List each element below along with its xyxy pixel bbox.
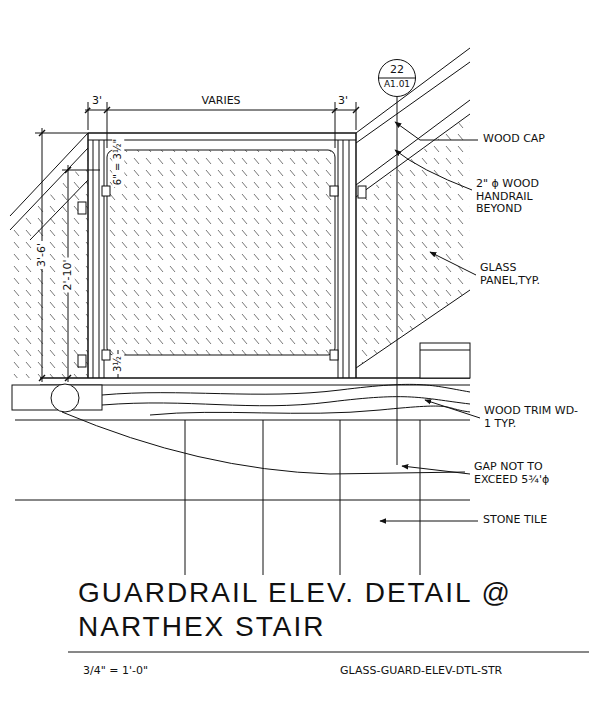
dimension: 3' [336,95,350,108]
sheet-number: A1.01 [379,79,415,89]
callout-note: WOOD TRIM WD-1 TYP. [484,405,579,430]
callout-note: GAP NOT TO EXCEED 5¾'ϕ [474,461,584,486]
dimension: 3'-6' [36,241,49,269]
drawing-title: GUARDRAIL ELEV. DETAIL @ NARTHEX STAIR [78,576,568,643]
drawing-code: GLASS-GUARD-ELEV-DTL-STR [340,665,502,678]
dimension: 6" = 3½" [112,137,124,187]
callout-note: 2" ϕ WOOD HANDRAIL BEYOND [476,178,576,216]
section-callout: 22A1.01 [378,59,416,97]
dimension: 2'-10' [62,257,75,292]
dimension: 3½ [112,354,124,374]
dimension: 3' [90,95,104,108]
scale-note: 3/4" = 1'-0" [83,665,148,678]
callout-note: WOOD CAP [483,133,583,146]
detail-number: 22 [379,63,415,76]
callout-note: GLASS PANEL,TYP. [480,262,560,287]
callout-note: STONE TILE [483,514,583,527]
dimension: VARIES [199,95,242,108]
